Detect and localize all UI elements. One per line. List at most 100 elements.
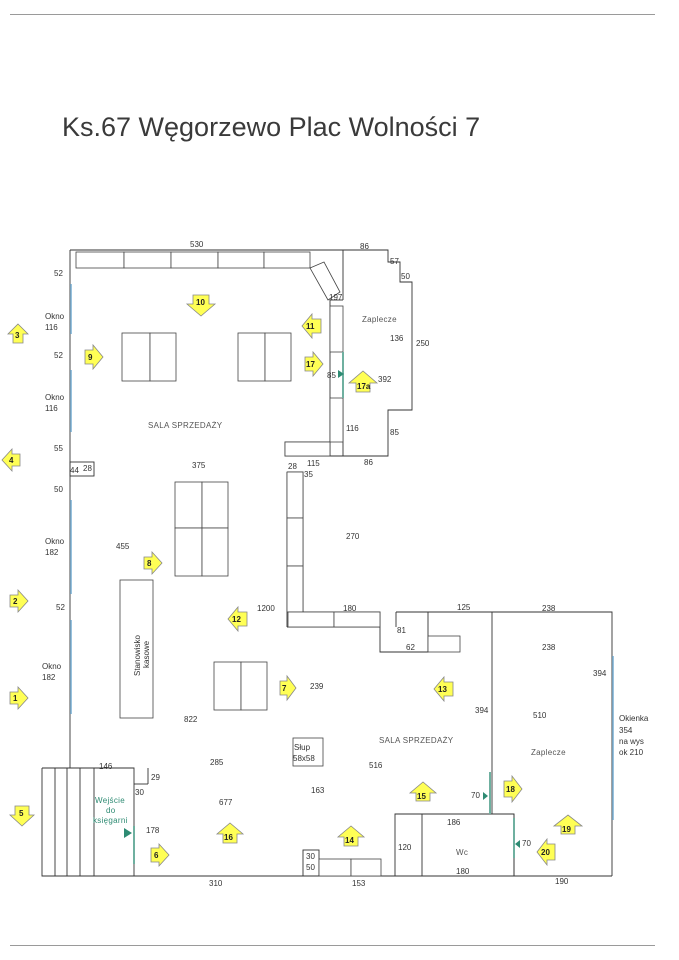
arrow-icon xyxy=(1,447,21,473)
dim-label: 52 xyxy=(54,351,63,360)
arrow-number: 17 xyxy=(306,360,315,369)
label-okno-1-width: 116 xyxy=(45,323,58,332)
arrow-icon xyxy=(433,675,454,703)
arrow-number: 5 xyxy=(19,809,24,818)
dim-label: 186 xyxy=(447,818,461,827)
dim-label: 86 xyxy=(360,242,369,251)
dim-label: 62 xyxy=(406,643,415,652)
dim-label: 394 xyxy=(475,706,489,715)
dim-label: 238 xyxy=(542,643,556,652)
dim-label: 116 xyxy=(346,424,359,433)
arrow-8: 8 xyxy=(143,550,163,576)
dim-label: 239 xyxy=(310,682,324,691)
arrow-number: 12 xyxy=(232,615,241,624)
arrow-13: 13 xyxy=(433,675,454,703)
arrow-icon xyxy=(7,323,29,344)
arrow-number: 1 xyxy=(13,694,18,703)
arrow-number: 4 xyxy=(9,456,14,465)
dim-label: 310 xyxy=(209,879,223,888)
arrow-number: 13 xyxy=(438,685,447,694)
dim-label: 1200 xyxy=(257,604,275,613)
arrow-icon xyxy=(408,781,438,802)
dim-label: 85 xyxy=(327,371,336,380)
label-zaplecze-bottom: Zaplecze xyxy=(531,748,566,757)
arrow-18: 18 xyxy=(503,774,523,804)
dim-label: 180 xyxy=(456,867,470,876)
arrow-icon xyxy=(347,370,379,393)
furniture xyxy=(75,251,461,877)
arrow-icon xyxy=(279,674,297,702)
dimensions: 530 86 57 50 197 136 250 392 85 116 85 8… xyxy=(54,240,607,888)
arrow-number: 15 xyxy=(417,792,426,801)
arrow-number: 17a xyxy=(357,382,371,391)
dim-label: 50 xyxy=(401,272,410,281)
arrow-10: 10 xyxy=(185,294,217,317)
arrow-number: 16 xyxy=(224,833,233,842)
dim-label: 516 xyxy=(369,761,383,770)
label-sala-top: SALA SPRZEDAŻY xyxy=(148,421,223,430)
arrow-9: 9 xyxy=(84,343,104,371)
dim-label: 530 xyxy=(190,240,204,249)
label-okno-3-width: 182 xyxy=(45,548,59,557)
label-okienka-2: 354 xyxy=(619,726,633,735)
arrow-number: 9 xyxy=(88,353,93,362)
arrow-icon xyxy=(9,685,29,711)
dim-label: 44 xyxy=(70,466,79,475)
dim-label: 29 xyxy=(151,773,160,782)
arrow-icon xyxy=(503,774,523,804)
dim-label: 70 xyxy=(471,791,480,800)
arrow-2: 2 xyxy=(9,588,29,614)
dim-label: 57 xyxy=(390,257,399,266)
dim-label: 180 xyxy=(343,604,357,613)
label-wejscie-1: Wejście xyxy=(95,796,125,805)
arrow-5: 5 xyxy=(8,805,36,827)
arrow-number: 2 xyxy=(13,597,18,606)
dim-label: 86 xyxy=(364,458,373,467)
arrow-icon xyxy=(227,605,248,633)
bottom-rule xyxy=(10,945,655,946)
dim-label: 250 xyxy=(416,339,430,348)
arrow-icon xyxy=(185,294,217,317)
arrow-3: 3 xyxy=(7,323,29,344)
arrow-number: 10 xyxy=(196,298,205,307)
dim-label: 510 xyxy=(533,711,547,720)
arrow-number: 8 xyxy=(147,559,152,568)
arrow-number: 18 xyxy=(506,785,515,794)
dim-label: 375 xyxy=(192,461,206,470)
arrow-17a: 17a xyxy=(347,370,379,393)
label-okienka-3: na wys xyxy=(619,737,644,746)
dim-label: 30 xyxy=(306,852,315,861)
dim-label: 81 xyxy=(397,626,406,635)
arrow-1: 1 xyxy=(9,685,29,711)
arrow-icon xyxy=(336,825,366,847)
dim-label: 197 xyxy=(329,293,343,302)
arrow-20: 20 xyxy=(536,837,556,867)
arrow-7: 7 xyxy=(279,674,297,702)
dim-label: 28 xyxy=(83,464,92,473)
dim-label: 822 xyxy=(184,715,198,724)
dim-label: 55 xyxy=(54,444,63,453)
dim-label: 50 xyxy=(306,863,315,872)
arrow-number: 19 xyxy=(562,825,571,834)
label-okno-4: Okno xyxy=(42,662,62,671)
dim-label: 153 xyxy=(352,879,366,888)
arrow-icon xyxy=(304,350,324,378)
arrow-number: 14 xyxy=(345,836,354,845)
dim-label: 125 xyxy=(457,603,471,612)
dim-label: 115 xyxy=(307,459,320,468)
windows xyxy=(70,284,614,864)
arrow-icon xyxy=(301,312,322,340)
label-okienka-1: Okienka xyxy=(619,714,649,723)
dim-label: 677 xyxy=(219,798,233,807)
arrow-icon xyxy=(8,805,36,827)
label-kasowe: kasowe xyxy=(142,640,151,668)
dim-label: 238 xyxy=(542,604,556,613)
arrow-number: 7 xyxy=(282,684,287,693)
arrow-17: 17 xyxy=(304,350,324,378)
arrow-number: 11 xyxy=(306,322,315,331)
arrow-16: 16 xyxy=(215,822,245,844)
dim-label: 52 xyxy=(56,603,65,612)
arrow-15: 15 xyxy=(408,781,438,802)
label-okno-3: Okno xyxy=(45,537,65,546)
